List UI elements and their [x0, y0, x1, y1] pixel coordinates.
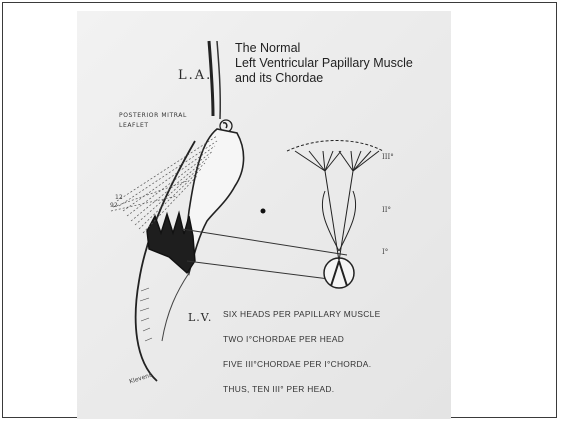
note-line: THUS, TEN III° PER HEAD. [223, 377, 380, 402]
note-line: TWO I°CHORDAE PER HEAD [223, 327, 380, 352]
connector-line-top [182, 229, 347, 255]
papillary-muscle-heads [147, 213, 195, 273]
image-frame: The Normal Left Ventricular Papillary Mu… [2, 2, 557, 418]
title-line: The Normal [235, 41, 445, 56]
title-line: Left Ventricular Papillary Muscle [235, 56, 445, 71]
label-92: 92 [110, 202, 118, 209]
left-atrium-label: L.A. [178, 68, 212, 83]
second-order-label: II° [382, 206, 391, 214]
ventricle-outline [187, 129, 244, 273]
diagram-photo: The Normal Left Ventricular Papillary Mu… [77, 11, 451, 419]
label-12: 12 [115, 194, 123, 201]
notes-block: SIX HEADS PER PAPILLARY MUSCLE TWO I°CHO… [223, 302, 380, 402]
first-order-label: I° [382, 248, 388, 256]
note-line: SIX HEADS PER PAPILLARY MUSCLE [223, 302, 380, 327]
lv-wall-inner [162, 273, 189, 341]
chordae-tree [287, 141, 383, 262]
speck [261, 209, 266, 214]
note-line: FIVE III°CHORDAE PER I°CHORDA. [223, 352, 380, 377]
third-order-label: III° [382, 153, 394, 161]
posterior-mitral-leaflet-label: POSTERIOR MITRAL LEAFLET [119, 111, 189, 131]
title-line: and its Chordae [235, 71, 445, 86]
diagram-title: The Normal Left Ventricular Papillary Mu… [235, 41, 445, 86]
connector-line-bottom [187, 261, 329, 279]
left-ventricle-label: L.V. [188, 311, 212, 324]
apex-hatching [140, 288, 152, 341]
